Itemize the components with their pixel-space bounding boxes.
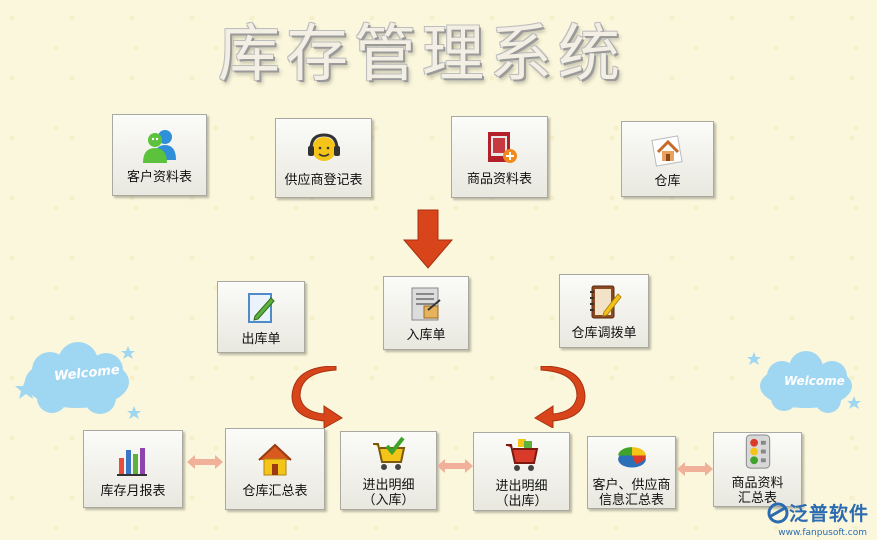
double-arrow-icon [677, 462, 713, 476]
cloud-icon [747, 351, 861, 413]
curved-arrow-left-icon [291, 366, 343, 428]
customer-supplier-summary-button[interactable]: 客户、供应商 信息汇总表 [587, 436, 676, 509]
detail-out-label: 进出明细 （出库） [495, 478, 548, 509]
warehouse-transfer-label: 仓库调拨单 [571, 325, 637, 341]
product-info-button[interactable]: 商品资料表 [451, 116, 548, 198]
detail-in-label: 进出明细 （入库） [362, 477, 415, 508]
page-title: 库存管理系统 [218, 17, 627, 90]
welcome-cloud-left: Welcome [10, 336, 145, 426]
down-arrow-icon [402, 209, 454, 269]
logo-icon [767, 502, 789, 523]
notebook-pencil-icon [590, 285, 622, 318]
detail-out-button[interactable]: 进出明细 （出库） [473, 432, 570, 511]
warehouse-button[interactable]: 仓库 [621, 121, 714, 197]
stock-out-label: 出库单 [241, 331, 281, 347]
warehouse-transfer-button[interactable]: 仓库调拨单 [559, 274, 649, 348]
product-summary-label: 商品资料 汇总表 [731, 476, 784, 506]
product-summary-button[interactable]: 商品资料 汇总表 [713, 432, 802, 507]
supplier-register-button[interactable]: 供应商登记表 [275, 118, 372, 198]
warehouse-summary-label: 仓库汇总表 [242, 483, 308, 499]
bar-chart-icon [117, 447, 147, 476]
product-box-icon [487, 131, 517, 163]
users-icon [142, 129, 176, 163]
stock-in-button[interactable]: 入库单 [383, 276, 469, 350]
warehouse-summary-button[interactable]: 仓库汇总表 [225, 428, 325, 510]
warehouse-label: 仓库 [654, 173, 681, 189]
stock-out-button[interactable]: 出库单 [217, 281, 305, 353]
traffic-light-icon [745, 434, 770, 469]
supplier-register-label: 供应商登记表 [284, 172, 363, 188]
pie-chart-icon [617, 447, 646, 468]
cart-check-icon [372, 436, 405, 470]
house-icon [258, 443, 292, 475]
edit-document-icon [248, 292, 275, 323]
double-arrow-icon [437, 459, 473, 473]
cloud-icon [15, 342, 141, 419]
logo-url: www.fanpusoft.com [778, 528, 867, 538]
stock-in-form-icon [411, 287, 441, 320]
double-arrow-icon [187, 455, 223, 469]
monthly-report-label: 库存月报表 [100, 483, 166, 499]
welcome-text-right: Welcome [784, 374, 845, 388]
detail-in-button[interactable]: 进出明细 （入库） [340, 431, 437, 510]
stock-in-label: 入库单 [406, 327, 446, 343]
curved-arrow-right-icon [534, 366, 586, 428]
monthly-report-button[interactable]: 库存月报表 [83, 430, 183, 508]
home-icon [650, 134, 683, 167]
headset-icon [307, 132, 340, 161]
brand-logo: 泛普软件 [767, 499, 869, 526]
cart-icon [505, 438, 538, 471]
welcome-cloud-right: Welcome [744, 346, 864, 422]
logo-name: 泛普软件 [788, 503, 869, 525]
customer-info-button[interactable]: 客户资料表 [112, 114, 207, 196]
customer-info-label: 客户资料表 [126, 169, 192, 185]
product-info-label: 商品资料表 [466, 171, 532, 187]
customer-supplier-summary-label: 客户、供应商 信息汇总表 [592, 478, 671, 508]
